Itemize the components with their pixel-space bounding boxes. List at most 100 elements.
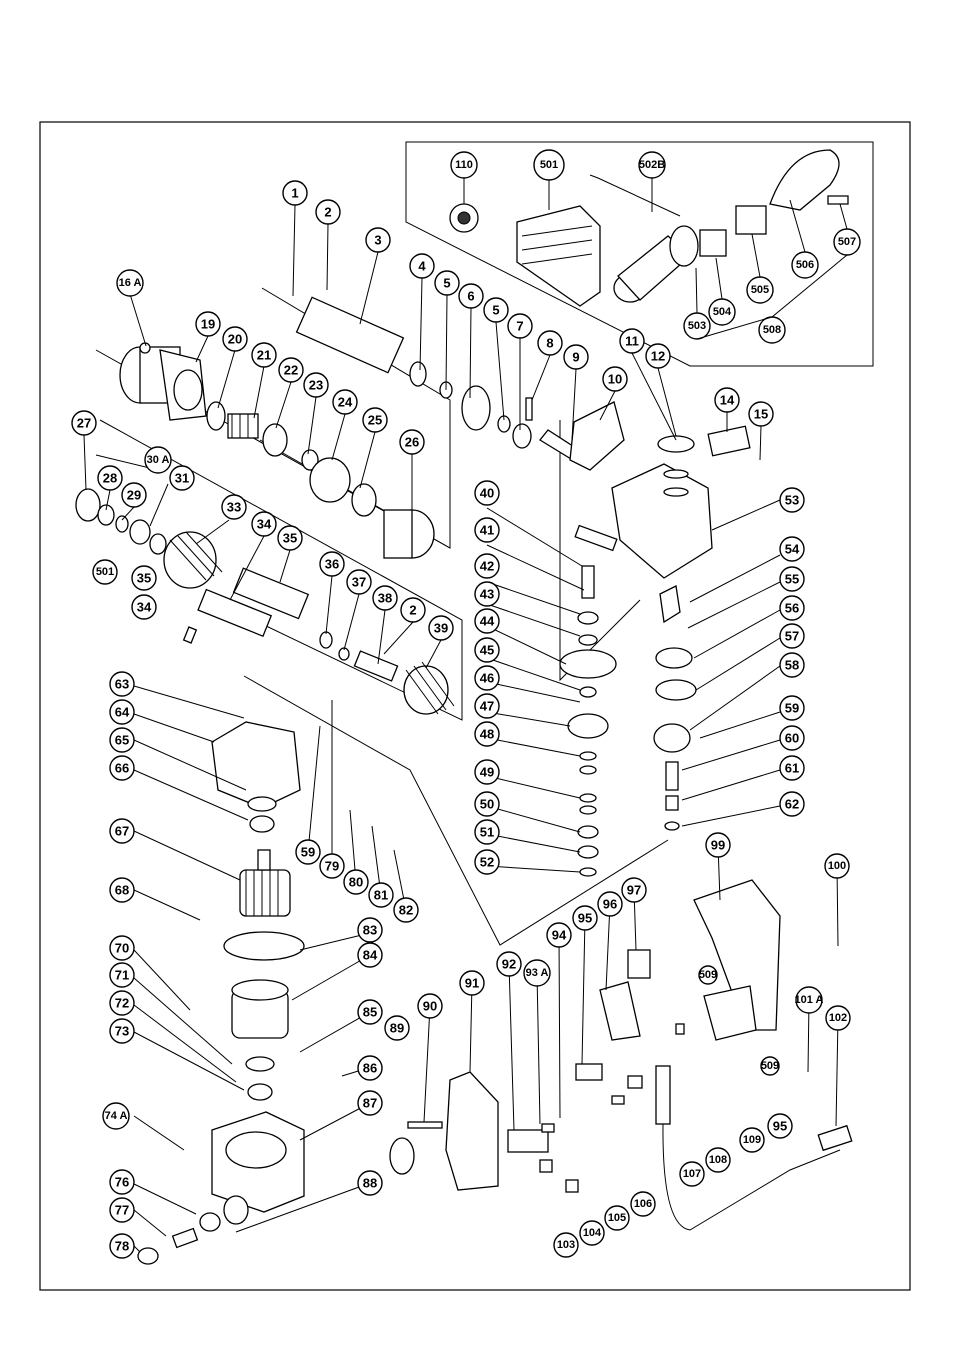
label-44: 44 <box>474 608 500 634</box>
label-19: 19 <box>195 311 221 337</box>
label-65: 65 <box>109 727 135 753</box>
svg-text:95: 95 <box>578 911 592 926</box>
label-89: 89 <box>384 1015 410 1041</box>
group-outline-center <box>559 420 641 682</box>
svg-text:54: 54 <box>785 542 800 557</box>
label-15: 15 <box>748 401 774 427</box>
label-509: 508 <box>758 316 786 344</box>
label-29: 29 <box>121 482 147 508</box>
label-28: 28 <box>97 465 123 491</box>
diagram-frame <box>39 121 911 1291</box>
svg-text:42: 42 <box>480 559 494 574</box>
svg-text:110: 110 <box>455 159 473 171</box>
svg-text:33: 33 <box>227 500 241 515</box>
label-52: 52 <box>474 849 500 875</box>
label-68: 68 <box>109 877 135 903</box>
svg-text:5: 5 <box>443 276 450 291</box>
label-6: 6 <box>458 283 484 309</box>
svg-text:55: 55 <box>785 572 799 587</box>
label-67: 67 <box>109 818 135 844</box>
label-a2: 509 <box>760 1056 780 1076</box>
label-35b: 35 <box>131 565 157 591</box>
label-25: 25 <box>362 407 388 433</box>
label-33: 33 <box>221 494 247 520</box>
svg-text:20: 20 <box>228 332 242 347</box>
svg-text:53: 53 <box>785 493 799 508</box>
label-58: 58 <box>779 652 805 678</box>
svg-text:7: 7 <box>516 319 523 334</box>
svg-text:105: 105 <box>608 1212 626 1224</box>
label-103: 103 <box>553 1232 579 1258</box>
svg-text:59: 59 <box>301 845 315 860</box>
label-503: 502B <box>638 151 666 179</box>
label-505: 504 <box>708 298 736 326</box>
svg-text:39: 39 <box>434 621 448 636</box>
svg-text:15: 15 <box>754 407 768 422</box>
label-61: 61 <box>779 755 805 781</box>
svg-text:64: 64 <box>115 705 130 720</box>
svg-text:74 A: 74 A <box>105 1110 128 1122</box>
label-51: 51 <box>474 819 500 845</box>
svg-text:504: 504 <box>713 306 732 318</box>
label-106: 106 <box>630 1191 656 1217</box>
svg-text:503: 503 <box>688 320 706 332</box>
svg-text:501: 501 <box>96 566 114 578</box>
label-40: 40 <box>474 480 500 506</box>
svg-text:506: 506 <box>796 259 814 271</box>
svg-text:45: 45 <box>480 643 494 658</box>
label-72: 72 <box>109 990 135 1016</box>
svg-text:5: 5 <box>492 303 499 318</box>
svg-text:104: 104 <box>583 1227 602 1239</box>
label-80: 80 <box>343 869 369 895</box>
label-35a: 35 <box>277 525 303 551</box>
svg-text:44: 44 <box>480 614 495 629</box>
label-39: 39 <box>428 615 454 641</box>
label-46: 46 <box>474 665 500 691</box>
label-82: 82 <box>393 897 419 923</box>
label-508: 507 <box>833 228 861 256</box>
svg-text:99: 99 <box>711 838 725 853</box>
svg-text:66: 66 <box>115 761 129 776</box>
controller-drawing <box>575 949 651 1081</box>
label-507: 506 <box>791 251 819 279</box>
svg-text:38: 38 <box>378 591 392 606</box>
label-24: 24 <box>332 389 358 415</box>
svg-text:68: 68 <box>115 883 129 898</box>
label-37: 37 <box>346 569 372 595</box>
label-42: 42 <box>474 553 500 579</box>
svg-text:50: 50 <box>480 797 494 812</box>
svg-text:35: 35 <box>137 571 151 586</box>
label-60: 60 <box>779 725 805 751</box>
bolt-drawing <box>139 342 151 354</box>
label-96: 96 <box>597 891 623 917</box>
svg-text:29: 29 <box>127 488 141 503</box>
svg-text:3: 3 <box>374 233 381 248</box>
label-45: 45 <box>474 637 500 663</box>
group-outline-lower <box>99 419 463 721</box>
svg-text:108: 108 <box>709 1154 727 1166</box>
svg-text:37: 37 <box>352 575 366 590</box>
svg-text:71: 71 <box>115 968 129 983</box>
svg-text:43: 43 <box>480 587 494 602</box>
svg-text:9: 9 <box>572 350 579 365</box>
label-16a: 16 A <box>116 269 144 297</box>
switch-drawing <box>507 1123 579 1193</box>
svg-text:88: 88 <box>363 1176 377 1191</box>
svg-text:23: 23 <box>309 378 323 393</box>
label-97: 97 <box>621 877 647 903</box>
label-36: 36 <box>319 551 345 577</box>
svg-text:101 A: 101 A <box>795 994 824 1006</box>
label-4: 4 <box>409 253 435 279</box>
svg-text:78: 78 <box>115 1239 129 1254</box>
svg-text:81: 81 <box>374 888 388 903</box>
svg-text:95: 95 <box>773 1119 787 1134</box>
svg-text:30 A: 30 A <box>147 454 170 466</box>
svg-text:59: 59 <box>785 701 799 716</box>
label-59b: 59 <box>295 839 321 865</box>
svg-text:57: 57 <box>785 629 799 644</box>
label-22: 22 <box>278 357 304 383</box>
brush-holder-drawing <box>137 1212 221 1265</box>
svg-text:8: 8 <box>546 336 553 351</box>
label-34b: 34 <box>131 594 157 620</box>
label-93a: 93 A <box>523 959 551 987</box>
